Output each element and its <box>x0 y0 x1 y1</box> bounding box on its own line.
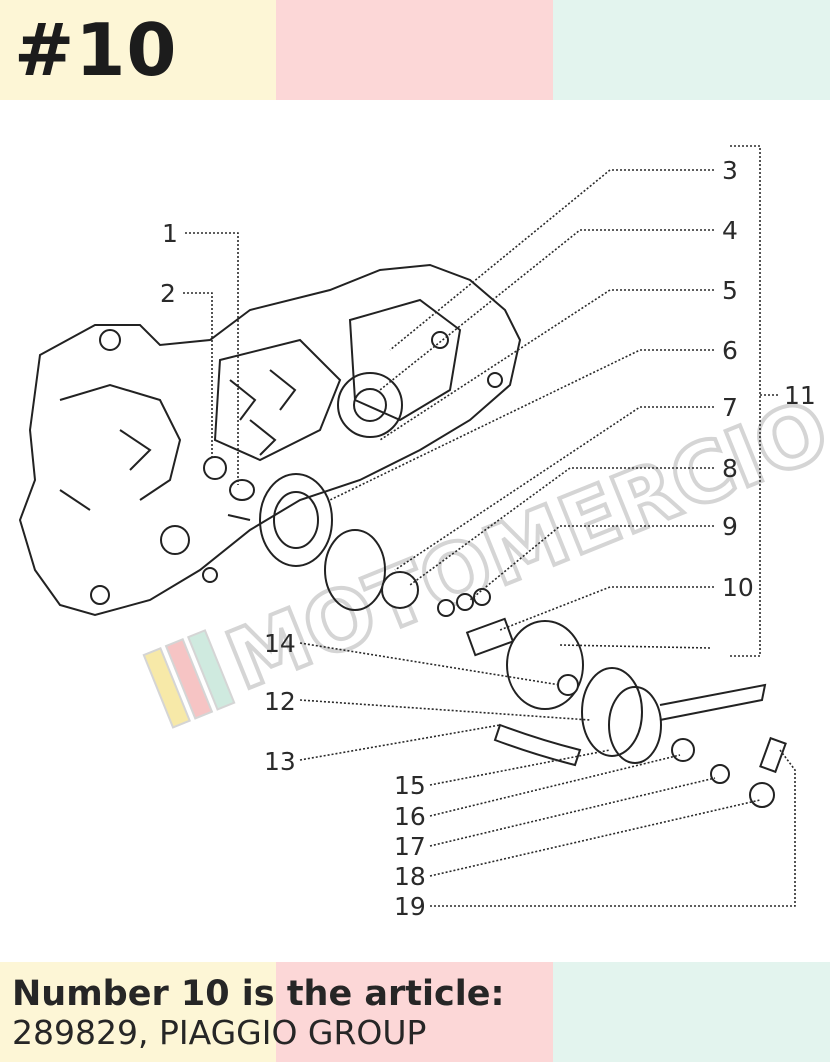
part-shoe-13 <box>493 723 582 767</box>
band-mint <box>553 0 830 100</box>
label-14: 14 <box>264 629 296 658</box>
label-4: 4 <box>722 216 738 245</box>
label-5: 5 <box>722 276 738 305</box>
part-gasket <box>324 529 386 611</box>
label-2: 2 <box>160 279 176 308</box>
label-19: 19 <box>394 892 426 921</box>
band-pink <box>276 0 553 100</box>
footer-color-band <box>0 962 830 1062</box>
part-cover <box>259 473 333 567</box>
label-16: 16 <box>394 802 426 831</box>
watermark-stripe-pink <box>164 638 214 720</box>
label-1: 1 <box>162 219 178 248</box>
label-8: 8 <box>722 454 738 483</box>
label-12: 12 <box>264 687 296 716</box>
part-belt <box>659 683 767 721</box>
exploded-parts-diagram: MOTOMERCIO <box>18 145 830 921</box>
part-clutch-bell <box>581 667 643 757</box>
crankcase-drawing <box>18 263 522 617</box>
part-washer-9 <box>437 599 455 617</box>
watermark: MOTOMERCIO <box>142 380 830 729</box>
band-yellow-bottom <box>0 962 276 1062</box>
part-shaft-10 <box>465 617 515 657</box>
label-10: 10 <box>722 573 754 602</box>
label-6: 6 <box>722 336 738 365</box>
part-gear-2 <box>203 456 227 480</box>
part-clip-19 <box>759 736 787 774</box>
article-caption-detail: 289829, PIAGGIO GROUP <box>12 1013 427 1052</box>
label-9: 9 <box>722 512 738 541</box>
watermark-stripe-mint <box>186 629 236 711</box>
part-number-title: #10 <box>14 8 178 92</box>
header-color-band <box>0 0 830 100</box>
part-bolt-18 <box>749 782 775 808</box>
label-13: 13 <box>264 747 296 776</box>
part-pin <box>227 514 251 521</box>
band-pink-bottom <box>276 962 553 1062</box>
label-17: 17 <box>394 832 426 861</box>
part-pulley-half <box>506 620 584 710</box>
band-mint-bottom <box>553 962 830 1062</box>
part-ring-14 <box>557 674 579 696</box>
article-caption-heading: Number 10 is the article: <box>12 974 505 1014</box>
part-labels: 1 2 3 4 5 6 7 8 9 10 11 12 13 14 15 16 1… <box>160 156 816 921</box>
label-11: 11 <box>784 381 816 410</box>
part-shapes <box>203 456 787 808</box>
band-yellow <box>0 0 276 100</box>
part-bushing-1 <box>229 479 255 501</box>
label-18: 18 <box>394 862 426 891</box>
label-3: 3 <box>722 156 738 185</box>
watermark-stripe-yellow <box>142 647 191 729</box>
label-7: 7 <box>722 393 738 422</box>
part-gear-8 <box>381 571 419 609</box>
label-15: 15 <box>394 771 426 800</box>
part-washer-17 <box>710 764 730 784</box>
part-nut-16 <box>671 738 695 762</box>
leader-lines <box>183 145 796 907</box>
